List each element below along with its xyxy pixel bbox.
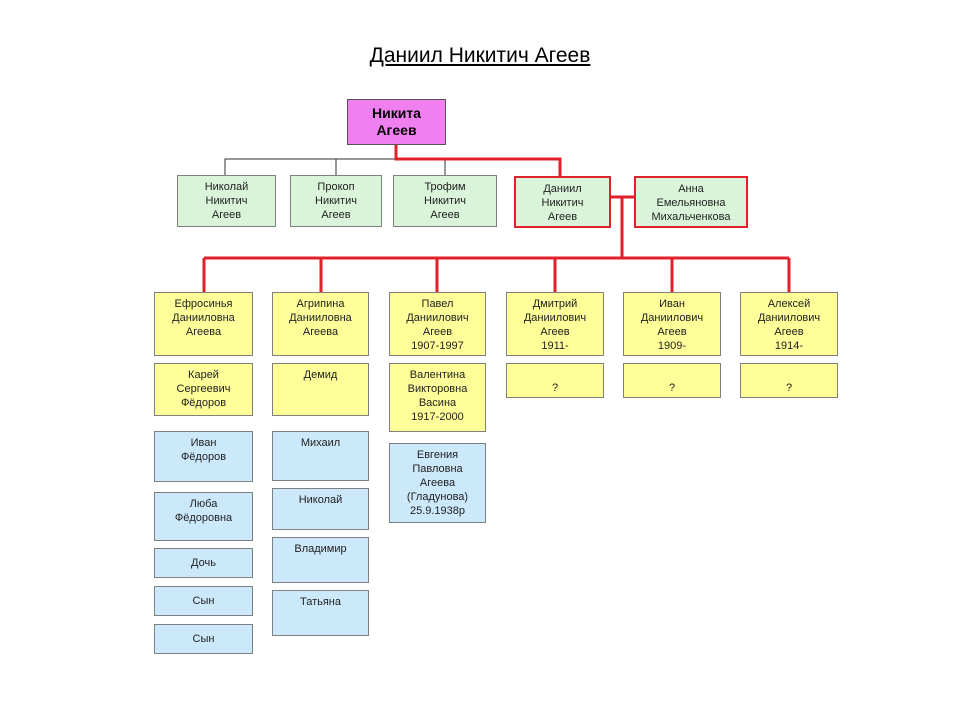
person-name-line: Сын [192, 633, 215, 645]
person-name-line: Иван [190, 437, 217, 449]
person-name-line: Алексей [767, 298, 811, 310]
person-vladimir: Владимир [272, 537, 369, 583]
person-syn2: Сын [154, 624, 253, 654]
person-name-line: Анна [678, 183, 704, 195]
person-name-line: Никитич [541, 197, 584, 209]
person-name-line: Агрипина [296, 298, 345, 310]
connector-siblings-bar [224, 158, 446, 175]
person-name-line: (Гладунова) [406, 491, 469, 503]
person-name-line: ? [668, 382, 676, 394]
person-name-line: Ефросинья [174, 298, 233, 310]
person-name-line: Агеев [547, 211, 578, 223]
person-name-line: ? [551, 382, 559, 394]
person-name-line: Даниил [543, 183, 582, 195]
person-name-line: Агеев [376, 122, 417, 138]
person-name-line: Емельяновна [656, 197, 726, 209]
person-doch: Дочь [154, 548, 253, 578]
person-name-line: Васина [418, 397, 457, 409]
person-name-line: Валентина [409, 369, 466, 381]
person-name-line: Фёдоров [180, 451, 227, 463]
person-name-line: 1914- [774, 340, 804, 352]
person-name-line: Фёдоров [180, 397, 227, 409]
person-aleksey-spouse: ? [740, 363, 838, 398]
person-name-line: Дочь [191, 557, 216, 569]
person-name-line: Агеев [657, 326, 687, 338]
person-name-line: ? [785, 382, 793, 394]
person-name-line: 25.9.1938р [409, 505, 466, 517]
person-name-line: Агеев [430, 209, 460, 221]
person-name-line: Агеева [185, 326, 222, 338]
person-name-line: 1909- [657, 340, 687, 352]
person-name-line: Михальченкова [651, 211, 731, 223]
person-name-line: Николай [298, 494, 343, 506]
person-dmitriy-spouse: ? [506, 363, 604, 398]
person-demid: Демид [272, 363, 369, 416]
person-name-line: Даниилович [757, 312, 821, 324]
person-name-line: Демид [303, 369, 338, 381]
person-name-line: Никитич [424, 195, 466, 207]
person-name-line: Павловна [412, 463, 463, 475]
person-name-line: 1917-2000 [411, 411, 464, 423]
person-name-line: Агеева [302, 326, 339, 338]
person-name-line: Викторовна [407, 383, 468, 395]
person-name-line: Карей [188, 369, 219, 381]
person-name-line: Данииловна [289, 312, 352, 324]
person-ivan-spouse: ? [623, 363, 721, 398]
person-name-line: Агеев [540, 326, 570, 338]
person-name-line: Люба [189, 498, 218, 510]
person-name-line: Сын [192, 595, 215, 607]
person-name-line: Прокоп [317, 181, 355, 193]
person-name-line: 1911- [541, 340, 569, 352]
person-tatyana: Татьяна [272, 590, 369, 636]
person-name-line: Агеев [774, 326, 804, 338]
person-name-line: Владимир [294, 543, 347, 555]
person-name-line: Дмитрий [532, 298, 578, 310]
person-name-line: Никитич [315, 195, 357, 207]
person-syn1: Сын [154, 586, 253, 616]
page-title: Даниил Никитич Агеев [369, 44, 591, 67]
connector-root-to-daniil [394, 145, 562, 176]
person-name-line: Павел [421, 298, 454, 310]
person-nikolay2: Николай [272, 488, 369, 530]
person-name-line: Татьяна [299, 596, 342, 608]
person-name-line: Даниилович [640, 312, 704, 324]
person-name-line: Михаил [300, 437, 341, 449]
person-name-line: Агеев [211, 209, 242, 221]
person-name-line: Данииловна [172, 312, 235, 324]
person-name-line: Агеев [321, 209, 351, 221]
person-name-line: Никитич [205, 195, 248, 207]
person-name-line: 1907-1997 [411, 340, 464, 352]
person-name-line: Даниилович [406, 312, 469, 324]
person-name-line: Фёдоровна [174, 512, 233, 524]
person-name-line: Никита [372, 105, 421, 121]
person-name-line: Даниилович [523, 312, 587, 324]
person-mikhail: Михаил [272, 431, 369, 481]
person-name-line: Сергеевич [176, 383, 231, 395]
person-name-line: Евгения [416, 449, 459, 461]
person-name-line: Николай [204, 181, 249, 193]
person-name-line: Агеева [419, 477, 456, 489]
person-name-line: Трофим [424, 181, 466, 193]
person-name-line: Иван [659, 298, 685, 310]
person-name-line: Агеев [422, 326, 453, 338]
